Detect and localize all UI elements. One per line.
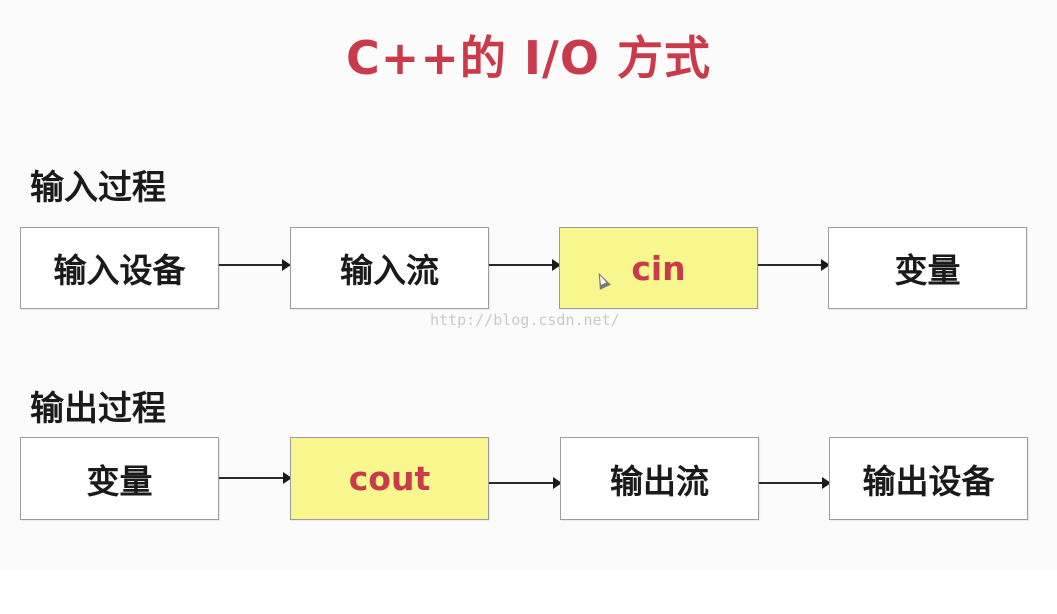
input-arrow-3: [758, 259, 830, 271]
input-arrow-2: [489, 259, 561, 271]
input-node-cin: cin: [559, 227, 758, 309]
slide-title: C++的 I/O 方式: [346, 31, 711, 85]
slide-canvas: C++的 I/O 方式 输入过程 输入设备 输入流 cin 变量 http://…: [0, 0, 1057, 570]
bottom-band: [0, 570, 1057, 614]
output-arrow-3: [759, 477, 831, 489]
output-arrow-2: [489, 477, 562, 489]
output-process-label: 输出过程: [30, 389, 166, 429]
input-node-device: 输入设备: [20, 227, 219, 309]
input-process-label: 输入过程: [30, 168, 166, 208]
input-arrow-1: [219, 259, 291, 271]
watermark: http://blog.csdn.net/: [430, 311, 620, 329]
output-arrow-1: [219, 472, 292, 484]
input-node-stream: 输入流: [290, 227, 489, 309]
output-node-device: 输出设备: [829, 437, 1028, 520]
output-node-variable: 变量: [20, 437, 219, 520]
output-node-stream: 输出流: [560, 437, 759, 520]
output-node-cout: cout: [290, 437, 489, 520]
input-node-variable: 变量: [828, 227, 1027, 309]
